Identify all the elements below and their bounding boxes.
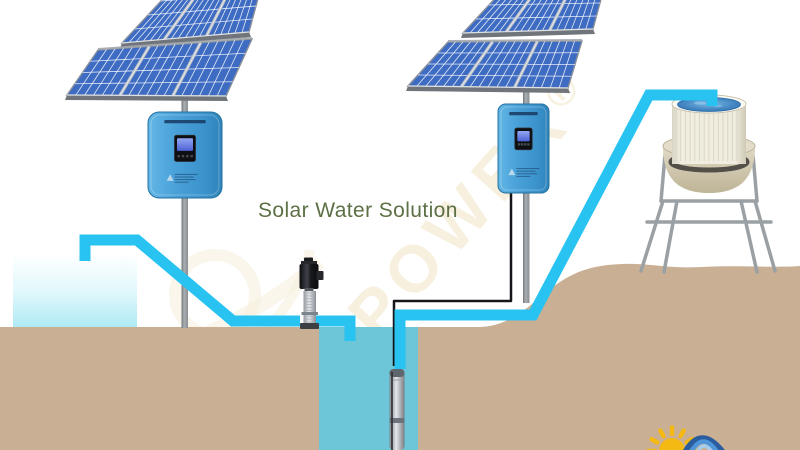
pipe-basin-to-pump: [79, 234, 300, 327]
surface-pump-icon: [299, 257, 324, 329]
pipe-pump-to-well: [316, 315, 356, 341]
inverter-icon: [147, 111, 223, 199]
page-title: Solar Water Solution: [258, 199, 458, 222]
pole-left: [181, 88, 188, 328]
mounting-poles: [181, 85, 530, 328]
solar-panel-row: [461, 0, 602, 38]
sun-swoosh-logo-icon: [646, 425, 725, 450]
solar-panel-row: [120, 0, 259, 48]
solar-panel-row: [65, 37, 254, 101]
inverter-icon: [497, 103, 550, 194]
power-cable: [392, 190, 513, 366]
water-tank-icon: [639, 94, 777, 274]
submersible-pump-icon: [389, 369, 405, 450]
pump-inverters: [147, 103, 550, 199]
tank-stand: [639, 153, 777, 274]
pole-right: [523, 85, 530, 303]
solar-panel-arrays: [65, 0, 602, 101]
water-basin: [13, 253, 137, 327]
pipe-well-to-tank: [394, 89, 718, 369]
solar-panel-row: [406, 39, 583, 93]
